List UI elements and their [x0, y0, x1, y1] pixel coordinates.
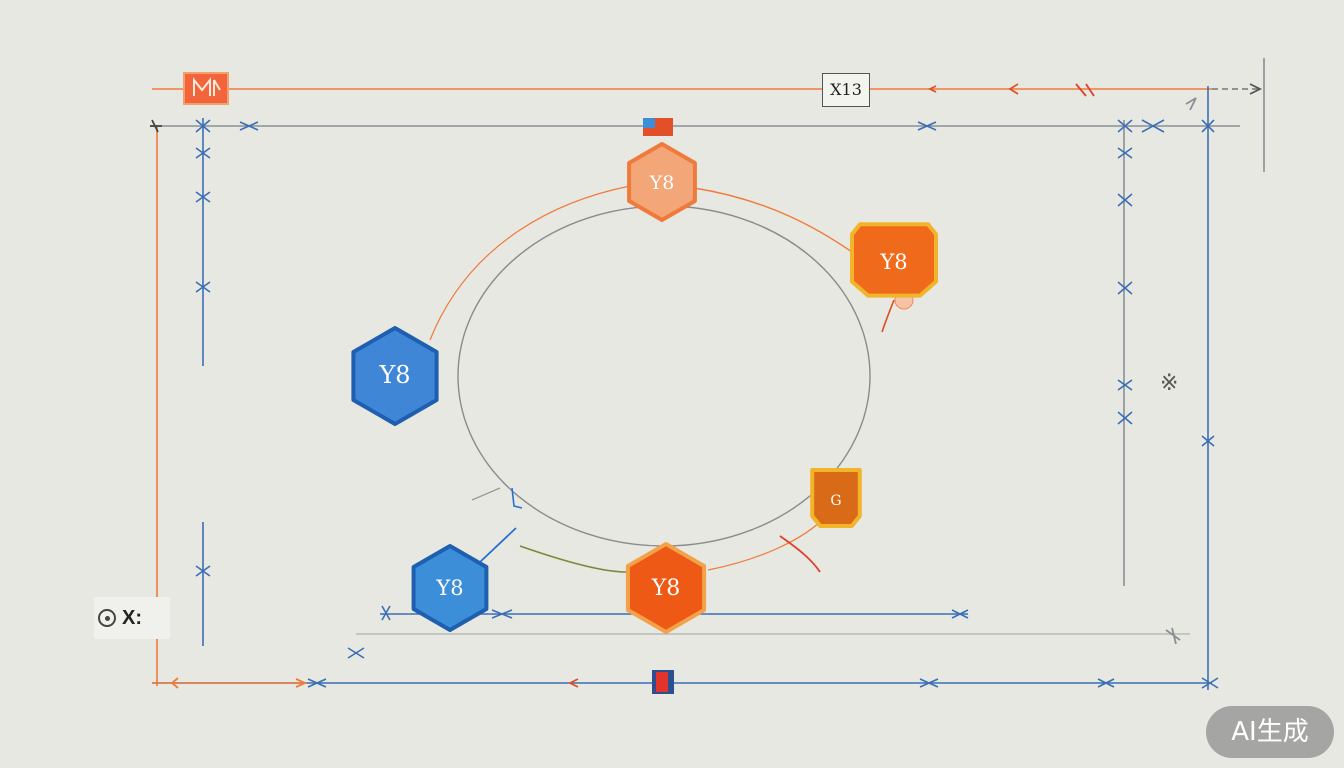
- tick-mark: [195, 147, 211, 159]
- tick-mark: [195, 191, 211, 203]
- tick-mark: [1117, 147, 1133, 159]
- connector-dangle: [881, 299, 895, 333]
- tick-mark: [195, 281, 211, 293]
- small-markers: [183, 72, 914, 694]
- arrowhead: [295, 678, 308, 688]
- ai-watermark: AI生成: [1206, 706, 1334, 758]
- arrowhead: [1075, 83, 1095, 97]
- connector-top-left: [429, 185, 631, 341]
- top-center-marker-blue: [643, 118, 655, 128]
- arrowhead: [1008, 83, 1019, 95]
- node-shape: [627, 142, 697, 222]
- node-label: G: [830, 493, 841, 509]
- node-shape: [625, 542, 707, 634]
- arrowhead: [1249, 83, 1263, 95]
- node-label: Y8: [378, 361, 410, 389]
- side-glyph-group: ※: [1160, 371, 1178, 396]
- connector-gray: [471, 487, 501, 501]
- tick-mark: [919, 678, 939, 688]
- arrowhead: [927, 85, 937, 93]
- eye-icon: [98, 609, 116, 627]
- connector-blue: [479, 527, 517, 563]
- arrowhead: [1165, 627, 1181, 645]
- tick-mark: [1117, 379, 1133, 391]
- node-label: Y8: [649, 172, 675, 194]
- node-top: Y8: [627, 142, 697, 222]
- connector-small-l: [511, 487, 523, 509]
- tick-mark: [491, 609, 513, 619]
- tick-mark: [1117, 193, 1133, 207]
- frame-lines: [150, 58, 1265, 690]
- side-glyph: ※: [1160, 371, 1178, 396]
- tick-mark: [1201, 435, 1215, 447]
- node-left: Y8: [351, 326, 439, 426]
- tick-mark: [195, 119, 211, 133]
- connector-top-right: [693, 187, 853, 253]
- node-shape: [351, 326, 439, 426]
- node-shape: [411, 544, 489, 632]
- node-bottom: Y8: [625, 542, 707, 634]
- connector-bottom-right: [707, 521, 821, 571]
- tick-mark: [1201, 119, 1215, 133]
- arrowheads: [150, 83, 1263, 689]
- arrowhead: [170, 677, 179, 689]
- top-left-marker: [183, 72, 229, 105]
- tick-mark: [1097, 678, 1115, 688]
- node-shape: [810, 468, 862, 528]
- tick-mark: [1117, 281, 1133, 295]
- connector-bottom-left: [519, 545, 627, 573]
- node-label: Y8: [435, 576, 463, 600]
- node-label: Y8: [651, 576, 681, 601]
- tick-mark: [239, 121, 259, 131]
- tick-mark: [307, 678, 327, 688]
- tick-mark: [1201, 677, 1219, 689]
- legend-box: X:: [94, 597, 170, 639]
- bottom-center-marker-red: [656, 672, 668, 692]
- top-label: X13: [822, 73, 870, 107]
- arrowhead: [1185, 97, 1197, 111]
- tick-mark: [917, 121, 937, 131]
- top-left-marker-glyph: [193, 77, 221, 96]
- main-circle: [457, 205, 871, 547]
- tick-mark: [347, 647, 365, 659]
- tick-marks: [195, 119, 1219, 689]
- node-upper-right: Y8: [850, 222, 938, 298]
- node-bottom-left: Y8: [411, 544, 489, 632]
- tick-mark: [1117, 411, 1133, 425]
- node-lower-right-small: G: [810, 468, 862, 528]
- tick-mark: [951, 609, 969, 619]
- node-shape: [850, 222, 938, 298]
- tick-mark: [1117, 119, 1133, 133]
- connector-red-arrow: [779, 535, 821, 573]
- tick-mark: [381, 605, 391, 621]
- arrowhead: [567, 678, 579, 688]
- tick-mark: [195, 565, 211, 577]
- legend-text: X:: [122, 606, 142, 629]
- arrowhead: [150, 119, 162, 133]
- tick-mark: [1141, 119, 1165, 133]
- node-label: Y8: [879, 250, 907, 274]
